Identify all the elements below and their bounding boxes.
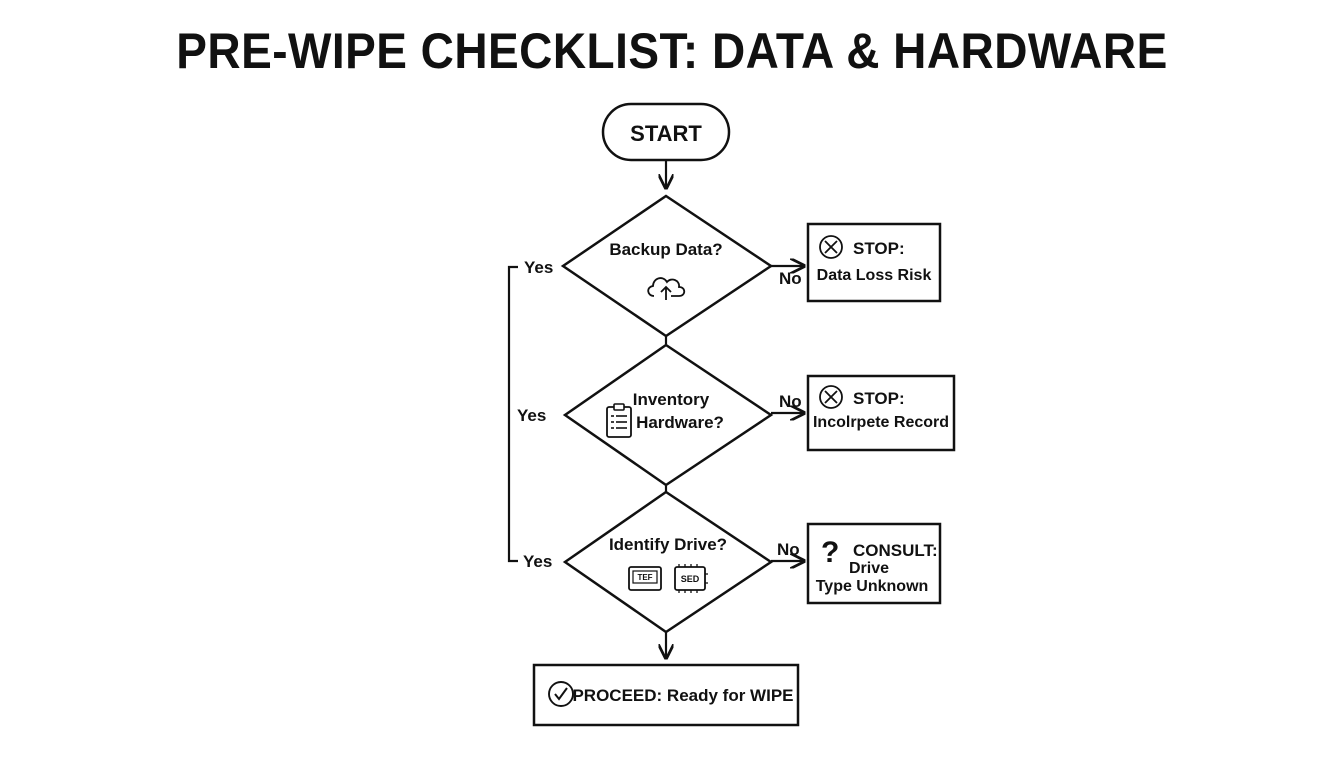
- start-label: START: [630, 121, 702, 146]
- outcome-3-heading: CONSULT:: [853, 541, 938, 560]
- connectors: [507, 161, 804, 658]
- decision-backup-label: Backup Data?: [609, 240, 722, 259]
- decision-inventory-label-line1: Inventory: [633, 390, 710, 409]
- cloud-upload-icon: [647, 277, 686, 300]
- no-label-backup: No: [779, 269, 802, 288]
- hard-drive-chip-label: TEF: [637, 573, 652, 582]
- outcome-3-detail-line2: Type Unknown: [816, 578, 929, 595]
- proceed-node: PROCEED: Ready for WIPE: [532, 663, 800, 727]
- outcome-consult-drive-type: ? CONSULT: Drive Type Unknown: [806, 522, 942, 605]
- outcome-stop-incomplete-record: STOP: Incolrpete Record: [806, 374, 956, 452]
- page-title: PRE-WIPE CHECKLIST: DATA & HARDWARE: [176, 23, 1168, 79]
- outcome-3-detail-line1: Drive: [849, 560, 889, 577]
- decision-inventory-label-line2: Hardware?: [636, 413, 724, 432]
- circle-x-icon: [819, 385, 843, 409]
- no-label-identify: No: [777, 540, 800, 559]
- decision-identify-label: Identify Drive?: [609, 535, 727, 554]
- drive-type-icons: TEF SED: [628, 564, 708, 593]
- decision-inventory-hardware: Inventory Hardware?: [562, 343, 774, 487]
- yes-label-backup: Yes: [524, 258, 553, 277]
- question-mark-icon: ?: [821, 536, 839, 569]
- decision-identify-drive: Identify Drive? TEF SED: [562, 490, 774, 634]
- outcome-1-detail: Data Loss Risk: [817, 267, 932, 284]
- yes-bracket-line: [507, 265, 518, 563]
- decision-backup-data: Backup Data?: [560, 194, 774, 338]
- no-label-inventory: No: [779, 392, 802, 411]
- hard-drive-icon: TEF: [628, 566, 662, 591]
- ssd-chip-icon: SED: [674, 564, 708, 593]
- yes-label-inventory: Yes: [517, 406, 546, 425]
- outcome-2-detail: Incolrpete Record: [813, 414, 949, 431]
- circle-x-icon: [819, 235, 843, 259]
- ssd-chip-label: SED: [681, 574, 700, 584]
- outcome-stop-data-loss: STOP: Data Loss Risk: [806, 222, 942, 303]
- outcome-2-heading: STOP:: [853, 389, 905, 408]
- start-node: START: [601, 102, 731, 162]
- check-circle-icon: [548, 681, 574, 707]
- outcome-1-heading: STOP:: [853, 239, 905, 258]
- proceed-label: PROCEED: Ready for WIPE: [572, 686, 793, 705]
- clipboard-checklist-icon: [606, 403, 632, 438]
- yes-label-identify: Yes: [523, 552, 552, 571]
